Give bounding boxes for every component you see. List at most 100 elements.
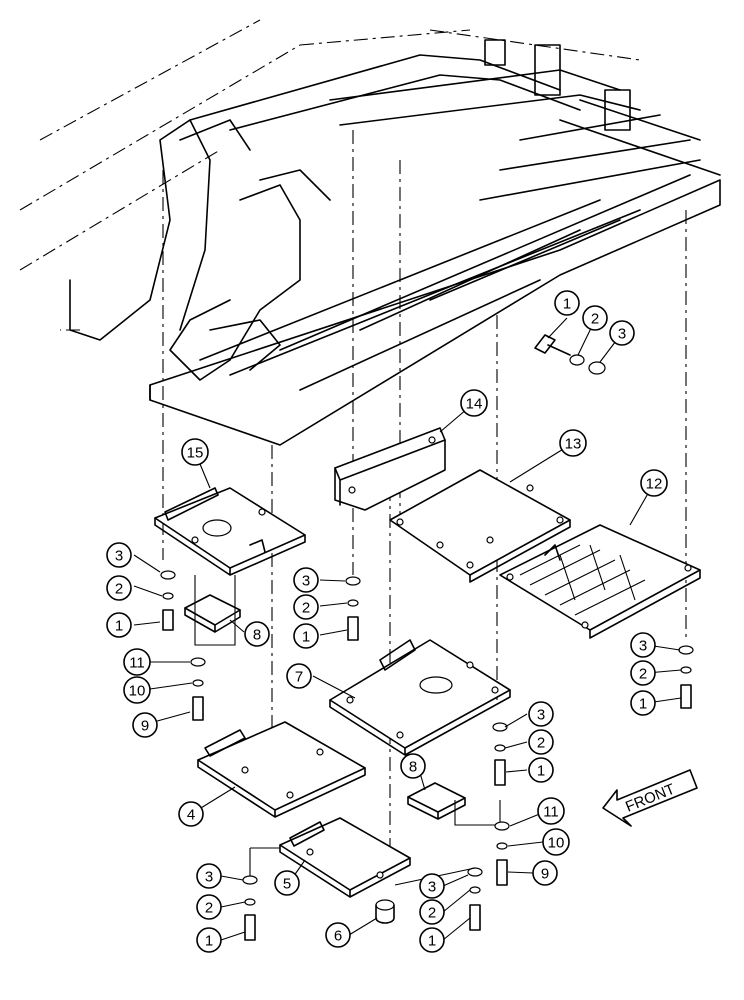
callout-circle [559,429,587,457]
callout-circle [460,389,488,417]
callout-8: 8 [400,753,426,779]
callout-number: 12 [646,476,663,493]
callout-3: 3 [528,701,554,727]
callout-10: 10 [123,676,151,704]
plate-part-4 [197,721,366,818]
callout-circle [554,290,580,316]
callout-3: 3 [196,863,222,889]
callout-9: 9 [132,712,158,738]
callout-8: 8 [244,621,270,647]
callout-9: 9 [532,860,558,886]
callout-number: 3 [302,573,310,590]
callout-number: 14 [466,396,483,413]
callout-number: 2 [302,600,310,617]
callout-2: 2 [582,305,608,331]
callout-3: 3 [293,567,319,593]
callout-3: 3 [630,632,656,658]
callout-circle [274,870,300,896]
callout-15: 15 [181,438,209,466]
callout-3: 3 [106,542,132,568]
callout-circle [196,927,222,953]
callout-2: 2 [196,894,222,920]
callout-circle [609,320,635,346]
callout-number: 2 [428,905,436,922]
callout-number: 1 [302,629,310,646]
callout-3: 3 [609,320,635,346]
callout-circle [123,676,151,704]
callout-1: 1 [293,623,319,649]
callout-circle [630,660,656,686]
callout-number: 15 [187,445,204,462]
callout-circle [542,828,570,856]
callout-circle [528,729,554,755]
spacer-part-8-lower [407,782,501,826]
callout-number: 11 [543,804,559,821]
callout-number: 13 [565,436,582,453]
upper-frame [19,19,721,860]
callout-circle [419,873,445,899]
callout-circle [244,621,270,647]
callout-number: 9 [141,718,149,735]
callout-number: 3 [115,548,123,565]
plate-part-7 [329,639,511,756]
callout-4: 4 [178,801,204,827]
callout-group: 1231413121532181110932132173218111094321… [106,290,668,953]
callout-circle [325,922,351,948]
callout-11: 11 [123,648,151,676]
callout-circle [537,797,565,825]
callout-circle [528,757,554,783]
callout-number: 3 [428,879,436,896]
spacer-part-8-upper [184,575,241,646]
callout-circle [106,575,132,601]
callout-circle [400,753,426,779]
callout-circle [196,863,222,889]
callout-circle [196,894,222,920]
callout-2: 2 [630,660,656,686]
callout-circle [630,632,656,658]
callout-number: 3 [537,707,545,724]
callout-1: 1 [106,612,132,638]
callout-5: 5 [274,870,300,896]
callout-number: 10 [548,835,565,852]
callout-7: 7 [286,663,312,689]
callout-number: 6 [334,928,342,945]
callout-2: 2 [106,575,132,601]
spacer-part-6 [375,899,395,924]
callout-number: 4 [187,807,195,824]
callout-circle [532,860,558,886]
callout-2: 2 [293,594,319,620]
callout-13: 13 [559,429,587,457]
callout-1: 1 [630,690,656,716]
plate-part-15 [154,487,306,576]
front-arrow: FRONT [602,769,698,827]
plate-part-12 [499,524,701,639]
callout-number: 10 [129,683,146,700]
callout-number: 9 [541,866,549,883]
callout-circle [132,712,158,738]
callout-6: 6 [325,922,351,948]
plate-part-13 [389,469,571,583]
callout-number: 1 [639,696,647,713]
callout-number: 1 [563,296,571,313]
callout-circle [123,648,151,676]
callout-circle [106,542,132,568]
plate-part-5 [249,817,411,898]
callout-3: 3 [419,873,445,899]
callout-number: 3 [639,638,647,655]
callout-number: 1 [205,933,213,950]
callout-number: 11 [129,655,145,672]
callout-circle [106,612,132,638]
callout-circle [419,927,445,953]
callout-circle [293,594,319,620]
callout-number: 8 [409,759,417,776]
callout-1: 1 [554,290,580,316]
callout-number: 3 [205,869,213,886]
callout-number: 2 [591,311,599,328]
callout-number: 1 [115,618,123,635]
callout-number: 8 [253,627,261,644]
callout-2: 2 [528,729,554,755]
callout-circle [419,899,445,925]
callout-1: 1 [196,927,222,953]
